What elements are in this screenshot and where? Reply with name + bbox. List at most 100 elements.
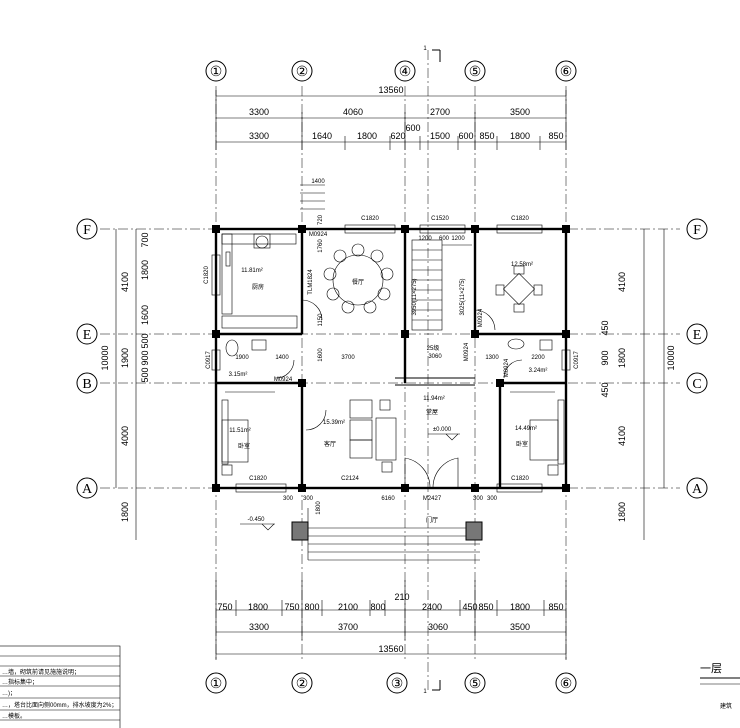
annotation-label: 3060 (428, 354, 442, 360)
annotation-label: M2427 (423, 496, 442, 502)
annotation-label: 300 (303, 496, 314, 502)
dimension-label: 3060 (428, 622, 448, 632)
axis-bubble-3b: ③ (386, 672, 408, 694)
room-label: 客厅 (324, 440, 336, 448)
dimension-label: 850 (479, 131, 494, 141)
dimension-label: 13560 (378, 644, 403, 654)
room-label: 11.94m² (423, 396, 445, 402)
axis-label: C (692, 377, 701, 392)
annotation-label: C0917 (574, 351, 580, 369)
annotation-label: 300 (487, 496, 498, 502)
dimension-label: 4100 (120, 272, 130, 292)
annotation-label: 600 (439, 236, 450, 242)
annotation-label: M0924 (274, 377, 293, 383)
dimension-label: 3300 (249, 107, 269, 117)
dimension-label: 4000 (120, 426, 130, 446)
annotation-label: 门厅 (426, 516, 438, 524)
dimension-label: 850 (478, 602, 493, 612)
dimension-label: 450 (600, 320, 610, 335)
annotation-label: 3700 (341, 355, 355, 361)
entrance-steps (307, 508, 480, 561)
annotation-label: -0.450 (247, 517, 265, 523)
dimension-label: 450 (462, 602, 477, 612)
axis-label: E (83, 328, 92, 343)
annotation-label: 3950(11×275) (412, 278, 418, 315)
windows (211, 224, 571, 493)
bedroom-left-furniture (221, 391, 275, 476)
side-dimension-lines (115, 229, 665, 540)
dimension-label: 1800 (140, 260, 150, 280)
dimension-label: 10000 (100, 345, 110, 370)
dimension-label: 1640 (312, 131, 332, 141)
axis-bubble-6: ⑥ (555, 60, 577, 82)
title-block-text: 一层 (700, 662, 722, 675)
annotation-label: M0924 (478, 308, 484, 327)
dimension-label: 3300 (249, 131, 269, 141)
axis-bubble-6b: ⑥ (555, 672, 577, 694)
dimension-label: 1800 (248, 602, 268, 612)
bottom-dimension-lines (215, 580, 567, 660)
annotation-label: ±0.000 (433, 427, 452, 433)
annotation-label: 1600 (318, 348, 324, 362)
dimension-label: 10000 (666, 345, 676, 370)
section-marker (432, 49, 441, 691)
axis-label: A (692, 482, 703, 497)
room-label: 15.39m² (323, 420, 345, 426)
annotation-label: 1400 (275, 355, 289, 361)
dimension-label: 1800 (357, 131, 377, 141)
annotation-label: 2200 (531, 355, 545, 361)
dimension-label: 1600 (140, 305, 150, 325)
annotation-label: 1150 (318, 313, 324, 327)
annotation-label: 1200 (418, 236, 432, 242)
dimension-label: 850 (548, 602, 563, 612)
axis-bubble-5: ⑤ (464, 60, 486, 82)
annotation-label: 25级 (427, 344, 440, 352)
title-block-text: 建筑 (720, 702, 732, 710)
room-label: 11.81m² (241, 268, 263, 274)
dimension-label: 4100 (617, 272, 627, 292)
room-label: 3.15m² (229, 372, 248, 378)
room-label: 14.49m² (515, 426, 537, 432)
dimension-label: 3500 (510, 622, 530, 632)
annotation-label: 1 (423, 46, 427, 52)
annotation-label: C1820 (511, 476, 529, 482)
title-block-text: …模板。 (2, 712, 26, 720)
annotation-label: M0924 (309, 232, 328, 238)
axis-bubble-F: F (76, 218, 98, 240)
room-label: 餐厅 (352, 278, 364, 286)
dimension-label: 2700 (430, 107, 450, 117)
dimension-label: 620 (390, 131, 405, 141)
door-swings (275, 299, 523, 489)
annotation-label: 1200 (451, 236, 465, 242)
annotation-label: 300 (473, 496, 484, 502)
axis-label: ① (210, 677, 223, 692)
annotation-label: C1820 (511, 216, 529, 222)
room-label: 堂屋 (426, 408, 438, 416)
kitchen-fixtures (221, 233, 298, 329)
axis-bubble-Fr: F (686, 218, 708, 240)
title-block-text: …)； (2, 691, 16, 697)
axis-label: ④ (399, 65, 412, 80)
dimension-label: 600 (458, 131, 473, 141)
sofa-set (349, 399, 397, 473)
dimension-label: 500 (140, 333, 150, 348)
annotation-label: 1800 (316, 501, 322, 515)
axis-label: ② (296, 677, 309, 692)
axis-bubble-E: E (76, 323, 98, 345)
dimension-label: 750 (217, 602, 232, 612)
annotation-label: C1820 (249, 476, 267, 482)
axis-label: F (693, 223, 701, 238)
title-block-text: …，塔台比面向侧00mm，排水坡度为2%； (2, 701, 117, 709)
annotation-label: M0924 (464, 342, 470, 361)
dimension-label: 700 (140, 232, 150, 247)
axis-label: ⑤ (469, 65, 482, 80)
axis-bubble-1b: ① (205, 672, 227, 694)
axis-bubble-2b: ② (291, 672, 313, 694)
annotation-label: 1 (423, 689, 427, 695)
dimension-label: 13560 (378, 85, 403, 95)
room-label: 卧室 (238, 442, 250, 450)
axis-label: ① (210, 65, 223, 80)
